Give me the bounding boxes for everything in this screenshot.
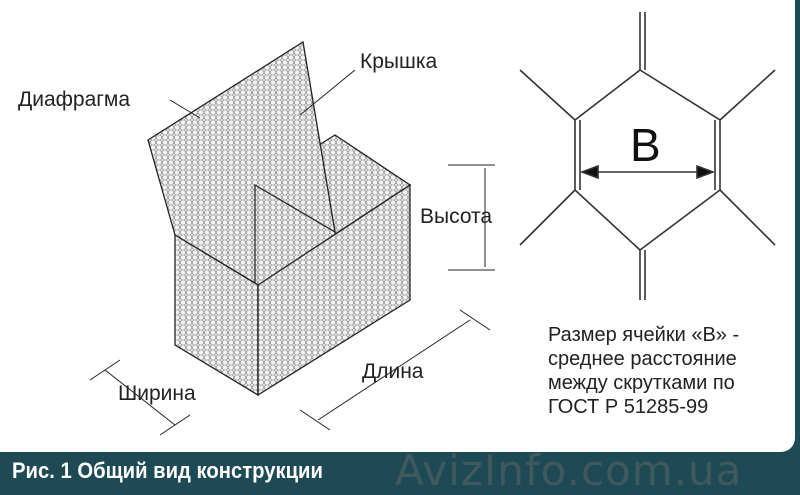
- label-lid: Крышка: [360, 50, 438, 73]
- figure-caption: Рис. 1 Общий вид конструкции: [12, 458, 323, 483]
- note-line: среднее расстояние: [548, 348, 737, 370]
- gabion-drawing: [89, 12, 776, 436]
- cell-size-note: Размер ячейки «В» - среднее расстояние м…: [548, 323, 739, 419]
- label-diaphragm: Диафрагма: [18, 88, 131, 111]
- label-height: Высота: [420, 205, 493, 228]
- note-line: Размер ячейки «В» -: [548, 324, 740, 346]
- mesh-detail: [519, 12, 776, 300]
- front-face: [257, 183, 411, 397]
- label-cell-b: B: [630, 119, 661, 171]
- watermark: AvizInfo.com.ua: [395, 446, 743, 495]
- label-width: Ширина: [118, 382, 196, 405]
- label-length: Длина: [362, 360, 424, 383]
- note-line: ГОСТ Р 51285-99: [548, 396, 709, 418]
- note-line: между скрутками по: [548, 372, 735, 394]
